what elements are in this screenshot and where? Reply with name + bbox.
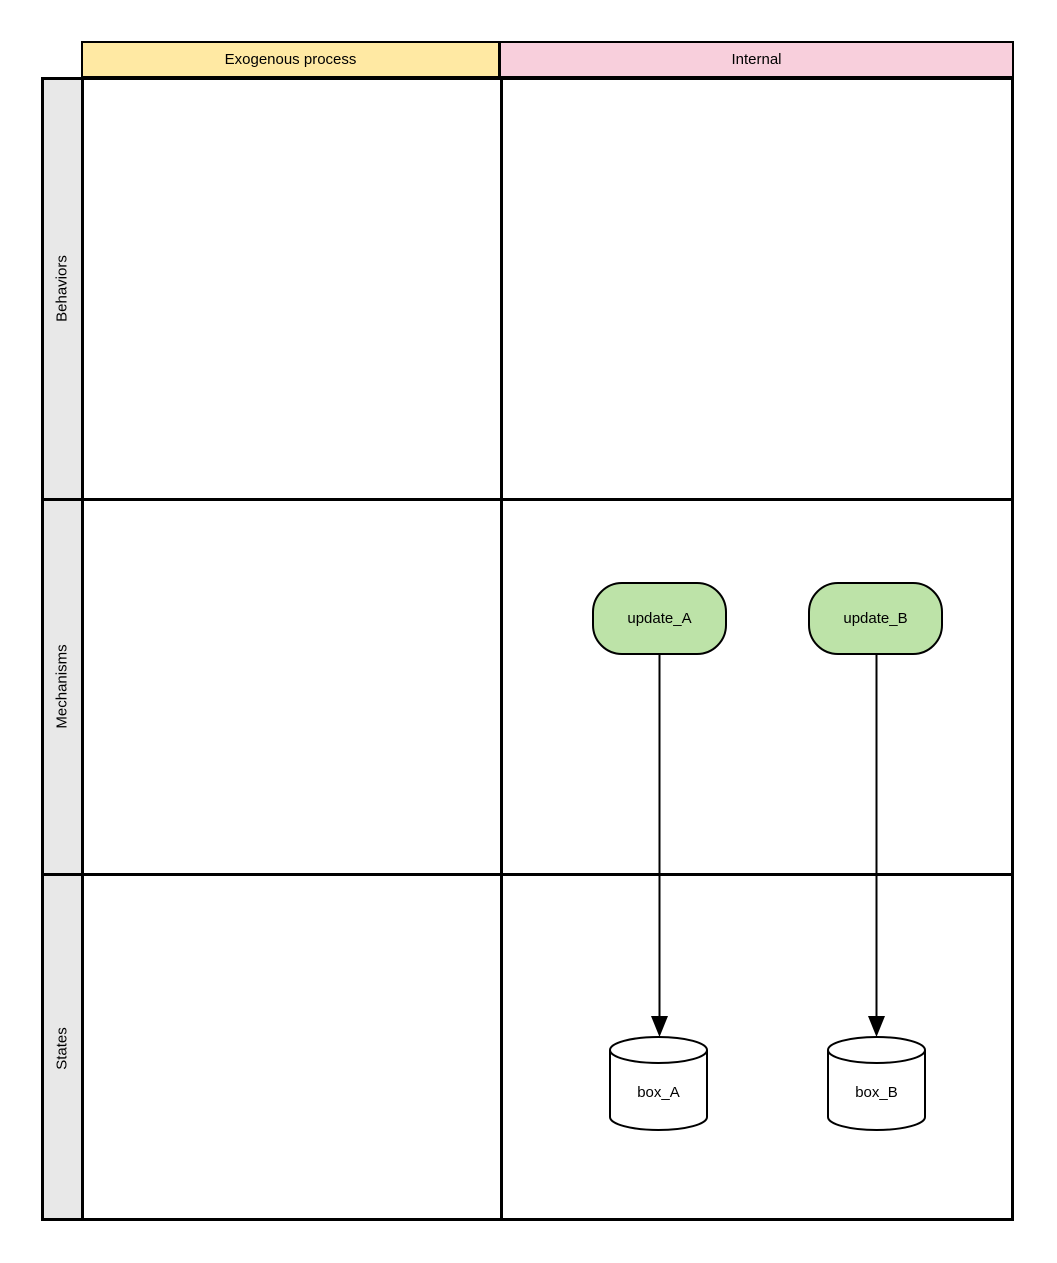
node-box-a-label: box_A	[637, 1084, 680, 1101]
grid-line-vertical-columns	[500, 80, 503, 1218]
node-update-a-label: update_A	[627, 610, 692, 627]
node-update-b: update_B	[808, 582, 943, 655]
row-label-behaviors: Behaviors	[53, 255, 71, 322]
node-update-b-label: update_B	[843, 610, 908, 627]
cylinder-rim	[609, 1049, 708, 1064]
node-update-a: update_A	[592, 582, 727, 655]
column-header-exogenous-label: Exogenous process	[224, 51, 357, 68]
row-label-column	[44, 80, 81, 1218]
node-box-b: box_B	[827, 1036, 926, 1131]
cylinder-body	[609, 1036, 708, 1131]
column-header-exogenous-process: Exogenous process	[81, 41, 500, 78]
node-box-b-label: box_B	[855, 1084, 898, 1101]
row-label-states: States	[53, 1027, 71, 1070]
cylinder-body	[827, 1036, 926, 1131]
column-header-internal: Internal	[499, 41, 1014, 78]
node-box-a: box_A	[609, 1036, 708, 1131]
grid-line-horizontal-behaviors-mechanisms	[44, 498, 1011, 501]
row-label-mechanisms: Mechanisms	[53, 644, 71, 729]
grid-line-vertical-labels	[81, 80, 84, 1218]
cylinder-rim	[827, 1049, 926, 1064]
grid-line-horizontal-mechanisms-states	[44, 873, 1011, 876]
column-header-internal-label: Internal	[731, 51, 782, 68]
